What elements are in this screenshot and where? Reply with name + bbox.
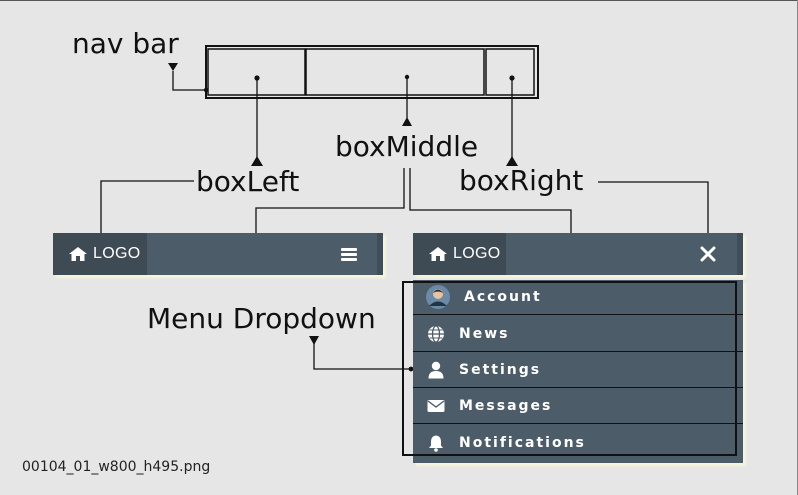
navbar-open: LOGO	[413, 233, 743, 275]
top-border	[0, 0, 798, 1]
dropdown-item-account[interactable]: Account	[413, 280, 743, 315]
dropdown-item-label: Messages	[459, 398, 553, 414]
boxleft-to-closed-line	[100, 180, 194, 236]
envelope-icon	[427, 400, 445, 412]
navbar-leader-line	[172, 71, 206, 91]
label-box-middle: boxMiddle	[335, 130, 479, 163]
navbar-closed: LOGO	[53, 233, 383, 275]
boxmiddle-dot	[404, 74, 410, 80]
navbar-edge	[377, 233, 383, 275]
boxleft-dot	[254, 75, 260, 81]
navbar-arrowhead	[168, 63, 178, 71]
home-icon	[429, 247, 447, 261]
menu-dropdown: Account News Settings Message	[413, 280, 743, 463]
avatar-icon	[426, 285, 450, 309]
boxright-dot	[509, 75, 515, 81]
dropdown-arrowhead	[309, 336, 319, 345]
boxright-arrowhead	[506, 156, 518, 166]
boxleft-arrowhead	[251, 156, 263, 166]
label-nav-bar: nav bar	[72, 27, 179, 60]
dropdown-item-label: Account	[464, 289, 542, 305]
label-box-right: boxRight	[459, 164, 584, 197]
label-box-left: boxLeft	[196, 165, 300, 198]
close-icon[interactable]	[700, 246, 716, 262]
navbar-edge	[737, 233, 743, 275]
logo-link[interactable]: LOGO	[53, 233, 147, 275]
dropdown-item-label: News	[459, 326, 510, 342]
schematic-box-middle	[305, 48, 485, 96]
boxmiddle-to-closed-line	[255, 168, 405, 237]
dropdown-leader-line	[313, 342, 411, 370]
dropdown-item-label: Notifications	[459, 434, 586, 451]
label-menu-dropdown: Menu Dropdown	[147, 302, 376, 335]
file-caption: 00104_01_w800_h495.png	[22, 459, 211, 475]
logo-text: LOGO	[93, 245, 141, 262]
boxright-to-open-line	[598, 181, 709, 237]
globe-icon	[428, 325, 444, 343]
user-icon	[428, 361, 444, 379]
dropdown-item-notifications[interactable]: Notifications	[413, 425, 743, 460]
schematic-outer-box	[205, 45, 539, 99]
logo-text: LOGO	[453, 245, 501, 262]
dropdown-item-settings[interactable]: Settings	[413, 353, 743, 388]
boxmiddle-to-open-line	[409, 168, 572, 237]
navbar-schematic	[205, 45, 539, 99]
logo-link[interactable]: LOGO	[413, 233, 506, 275]
schematic-box-right	[485, 48, 535, 96]
boxmiddle-arrowhead	[402, 117, 412, 126]
dropdown-dot	[408, 366, 414, 372]
dropdown-outline	[402, 281, 737, 456]
dropdown-item-label: Settings	[459, 362, 542, 378]
bell-icon	[429, 435, 443, 452]
dropdown-item-messages[interactable]: Messages	[413, 389, 743, 424]
home-icon	[69, 247, 87, 261]
dropdown-item-news[interactable]: News	[413, 317, 743, 352]
hamburger-icon[interactable]	[341, 248, 357, 261]
navbar-dot	[203, 87, 209, 93]
